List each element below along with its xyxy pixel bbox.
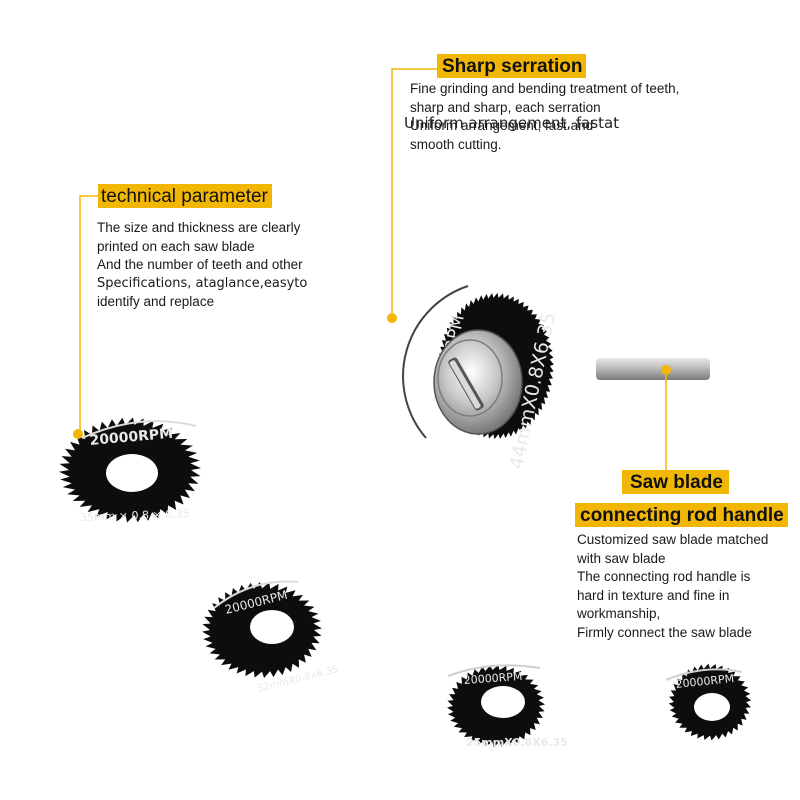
serration-line-2: sharp and sharp, each serration — [410, 99, 601, 115]
serration-line-1: Fine grinding and bending treatment of t… — [410, 81, 680, 96]
callout-dot-parameter — [73, 429, 83, 439]
callout-dot-serration — [387, 313, 397, 323]
handle-line-6: Firmly connect the saw blade — [577, 624, 752, 640]
parameter-line-2: printed on each saw blade — [97, 238, 255, 254]
blade-35mm-spec: 35mm × 0.8 × 6.35 — [80, 507, 190, 524]
handle-line-1: Customized saw blade matched — [577, 532, 769, 547]
leader-technical-parameter — [79, 195, 98, 434]
saw-blade-44mm: 20000RPM 44mmX0.8X6.35 — [402, 285, 560, 471]
saw-blade-22mm: 20000RPM — [665, 663, 752, 741]
blade-35mm-arbor-hole — [106, 454, 158, 492]
leader-sharp-serration — [391, 68, 437, 318]
blade-25mm-spec: 25mmX0.8X6.35 — [466, 736, 568, 749]
handle-line-2: with saw blade — [577, 550, 666, 566]
saw-blade-35mm: 20000RPM 35mm × 0.8 × 6.35 — [59, 417, 201, 524]
serration-line-4: smooth cutting. — [410, 136, 502, 152]
sharp-serration-title: Sharp serration — [437, 54, 587, 78]
technical-parameter-text: The size and thickness are clearly print… — [97, 219, 307, 312]
serration-overlay-text: Uniform arrangement, fastat — [404, 114, 620, 132]
parameter-line-5: identify and replace — [97, 294, 215, 309]
blade-hub — [433, 329, 523, 435]
sharp-serration-text: Fine grinding and bending treatment of t… — [410, 80, 679, 154]
parameter-line-3: And the number of teeth and other — [97, 257, 303, 272]
blade-25mm-rpm: 20000RPM — [463, 670, 523, 687]
serration-line-3: Uniform arrangement, fast and — [410, 118, 594, 133]
blade-22mm-arbor-hole — [694, 693, 730, 721]
saw-blade-32mm: 20000RPM 32mmX0.8x6.35 — [202, 580, 339, 695]
blade-25mm-arbor-hole — [481, 686, 525, 718]
blade-32mm-arbor-hole — [250, 610, 294, 644]
saw-blade-title: Saw blade — [622, 470, 729, 494]
handle-line-4: hard in texture and fine in — [577, 587, 730, 603]
handle-line-5: workmanship, — [577, 606, 661, 621]
callout-dot-handle — [661, 365, 671, 375]
leader-saw-blade — [622, 370, 667, 485]
blade-35mm-rpm: 20000RPM — [89, 426, 174, 449]
saw-blade-25mm: 20000RPM 25mmX0.8X6.35 — [447, 664, 568, 749]
blade-22mm-rpm: 20000RPM — [675, 672, 735, 691]
mandrel-shaft — [596, 358, 710, 380]
handle-line-3: The connecting rod handle is — [577, 569, 751, 584]
connecting-rod-handle-title: connecting rod handle — [575, 503, 788, 527]
parameter-line-4: Specifications, ataglance,easyto — [97, 275, 308, 291]
technical-parameter-title: technical parameter — [98, 184, 272, 208]
parameter-line-1: The size and thickness are clearly — [97, 220, 301, 235]
saw-blade-text: Customized saw blade matched with saw bl… — [577, 531, 768, 642]
